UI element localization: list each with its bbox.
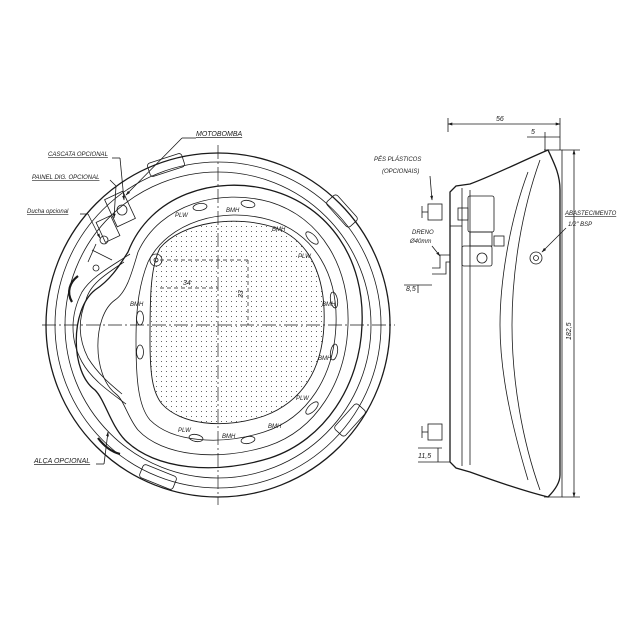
- jet: [240, 435, 256, 445]
- dim-side-height: 182,5: [566, 322, 573, 340]
- foot-bottom: [421, 423, 443, 441]
- jet-label-plw: PLW: [296, 396, 310, 402]
- callout-pes: PÉS PLÁSTICOS (OPCIONAIS): [374, 156, 434, 201]
- jet-label-bmh: BMH: [272, 227, 286, 233]
- jet: [188, 433, 204, 443]
- label-ducha: Ducha opcional: [27, 209, 69, 215]
- foot-top: [421, 203, 443, 221]
- jet-label-plw: PLW: [298, 254, 312, 260]
- callout-ducha: Ducha opcional: [27, 209, 101, 239]
- jet: [305, 401, 319, 415]
- label-alca: ALÇA OPCIONAL: [33, 458, 90, 465]
- jets: [136, 199, 339, 445]
- rim-clips: [139, 153, 366, 490]
- callout-alca: ALÇA OPCIONAL: [33, 431, 109, 465]
- dim-lip: 5: [531, 129, 535, 136]
- pump-assembly: [450, 195, 505, 267]
- handle-grip: [68, 275, 79, 303]
- label-dreno: DRENO: [412, 230, 434, 236]
- left-alcove: [72, 253, 131, 405]
- label-motobomba: MOTOBOMBA: [196, 131, 242, 138]
- inlet-fitting: [529, 251, 543, 265]
- label-painel: PAINEL DIG. OPCIONAL: [32, 175, 99, 181]
- tub-step: [97, 196, 349, 456]
- jet: [329, 291, 339, 309]
- callout-cascata: CASCATA OPCIONAL: [48, 152, 126, 201]
- label-abastecimento: ABASTECIMENTO: [564, 211, 617, 217]
- jet-label-plw: PLW: [175, 213, 189, 219]
- label-pes-sub: (OPCIONAIS): [382, 169, 419, 175]
- shell-inner-profile: [499, 171, 529, 481]
- callout-motobomba: MOTOBOMBA: [125, 131, 242, 196]
- jet: [136, 310, 144, 326]
- top-view: 34 33 PLW BMH BMH PLW BMH BMH PLW BMH PL…: [27, 131, 395, 505]
- dim-width: 34: [183, 280, 191, 287]
- label-dreno-sub: Ø40mm: [409, 239, 431, 245]
- shell-outer-profile: [449, 149, 561, 498]
- jet-label-plw: PLW: [178, 428, 192, 434]
- jet: [240, 199, 256, 209]
- jet: [192, 202, 208, 212]
- callout-dreno: DRENO Ø40mm: [409, 230, 441, 257]
- jet: [305, 231, 319, 245]
- jet-label-bmh: BMH: [130, 302, 144, 308]
- callout-abastecimento: ABASTECIMENTO 1/2" BSP: [541, 211, 617, 253]
- jet-label-bmh: BMH: [318, 356, 332, 362]
- jet: [136, 344, 144, 360]
- label-pes: PÉS PLÁSTICOS: [374, 156, 421, 163]
- dim-depth: 56: [496, 116, 504, 123]
- jet-label-bmh: BMH: [226, 208, 240, 214]
- dim-foot-height: 11,5: [418, 453, 431, 460]
- shell-lip: [544, 149, 563, 498]
- tub-inner-wall: [75, 184, 363, 469]
- seat-ledge: [135, 214, 337, 441]
- side-view: 56 5 182,5: [374, 116, 617, 498]
- jet: [329, 343, 339, 361]
- jet-label-bmh: BMH: [322, 302, 336, 308]
- dim-drain-height: 8,5: [406, 286, 416, 293]
- label-cascata: CASCATA OPCIONAL: [48, 152, 108, 158]
- dim-height: 33: [238, 290, 245, 298]
- equipment-cluster: [87, 190, 136, 272]
- seat-surface: [149, 220, 325, 425]
- callout-painel: PAINEL DIG. OPCIONAL: [32, 175, 117, 219]
- jet-label-bmh: BMH: [268, 424, 282, 430]
- jet-label-bmh: BMH: [222, 434, 236, 440]
- label-abastecimento-sub: 1/2" BSP: [568, 222, 592, 228]
- drain-pipe: [432, 254, 450, 269]
